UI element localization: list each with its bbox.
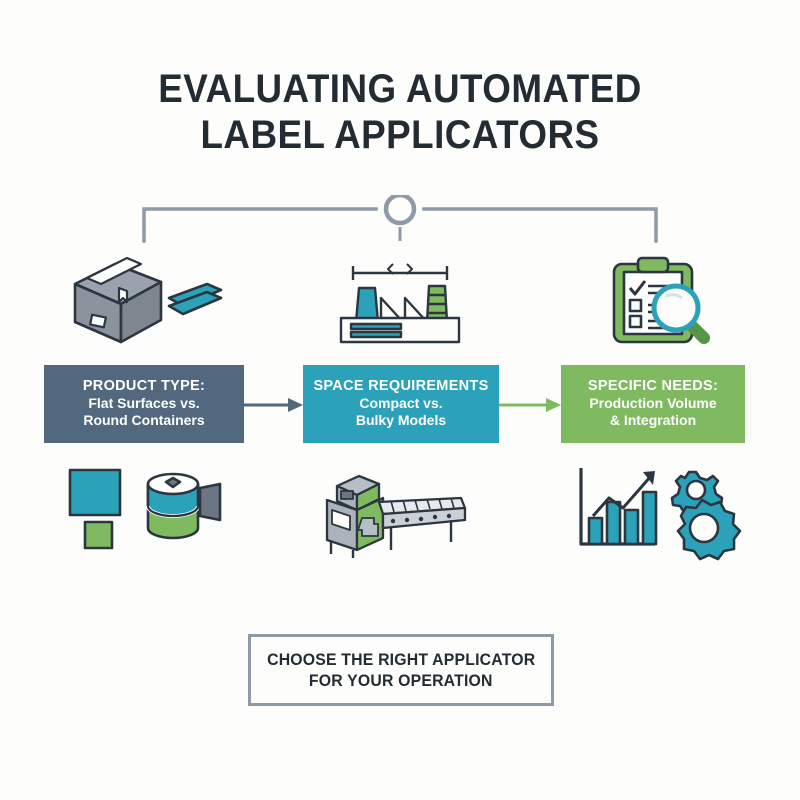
page-title: EVALUATING AUTOMATED LABEL APPLICATORS <box>0 66 800 158</box>
clipboard-checklist-magnifier-icon <box>570 250 740 350</box>
arrow-product-to-space-icon <box>244 396 304 414</box>
growth-chart-gears-icon <box>565 458 745 563</box>
stage-detail-line-2: Bulky Models <box>355 412 447 428</box>
stage-heading: SPACE REQUIREMENTS <box>313 378 489 394</box>
stage-detail-line-2: & Integration <box>609 412 697 428</box>
flat-and-round-container-icon <box>52 458 232 563</box>
stage-detail-line-2: Round Containers <box>83 412 205 428</box>
stage-detail-line-1: Production Volume <box>589 395 717 411</box>
factory-footprint-icon <box>315 250 485 350</box>
stage-box-product-type[interactable]: PRODUCT TYPE: Flat Surfaces vs. Round Co… <box>44 365 244 443</box>
conveyor-labeling-machine-icon <box>305 458 485 563</box>
bracket-connector <box>140 192 660 245</box>
stage-box-space-requirements[interactable]: SPACE REQUIREMENTS Compact vs. Bulky Mod… <box>303 365 499 443</box>
stage-detail-line-1: Compact vs. <box>359 395 443 411</box>
hub-ring-icon <box>383 192 417 226</box>
stage-heading: SPECIFIC NEEDS: <box>587 378 719 394</box>
title-line-1: EVALUATING AUTOMATED <box>158 67 642 111</box>
stage-box-specific-needs[interactable]: SPECIFIC NEEDS: Production Volume & Inte… <box>561 365 745 443</box>
callout-line-2: FOR YOUR OPERATION <box>309 671 493 690</box>
stage-detail-line-1: Flat Surfaces vs. <box>88 395 200 411</box>
arrow-space-to-needs-icon <box>499 396 562 414</box>
callout-line-1: CHOOSE THE RIGHT APPLICATOR <box>266 650 536 669</box>
callout-box[interactable]: CHOOSE THE RIGHT APPLICATOR FOR YOUR OPE… <box>248 634 554 706</box>
shipping-box-with-labels-icon <box>57 250 227 350</box>
stage-heading: PRODUCT TYPE: <box>82 378 206 394</box>
title-line-2: LABEL APPLICATORS <box>200 113 600 157</box>
